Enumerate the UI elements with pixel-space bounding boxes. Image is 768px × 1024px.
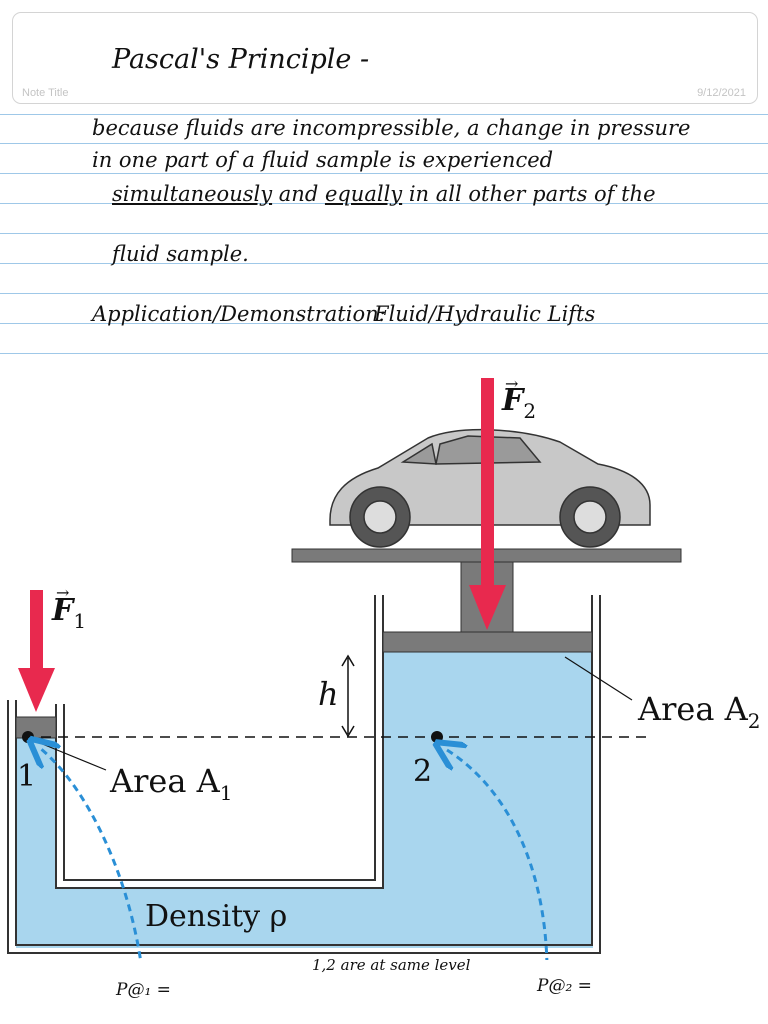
ruled-line	[0, 263, 768, 264]
point-2-dot	[431, 731, 443, 743]
force-2-vector-arrow: →	[505, 374, 518, 393]
ruled-line	[0, 114, 768, 115]
force-1-label: F1	[51, 593, 86, 633]
ruled-line	[0, 233, 768, 234]
ruled-line	[0, 323, 768, 324]
height-marker	[341, 654, 355, 738]
text-line-1: because fluids are incompressible, a cha…	[92, 116, 691, 140]
density-label: Density ρ	[145, 899, 287, 934]
area-2-label: Area A2	[637, 690, 760, 733]
ruled-line	[0, 293, 768, 294]
point-1-label: 1	[17, 759, 36, 794]
annotation-arrow-1	[40, 748, 142, 960]
fluid-body	[16, 652, 593, 948]
area-2-leader	[564, 656, 633, 701]
ruled-line	[0, 173, 768, 174]
point-2-label: 2	[413, 754, 432, 789]
application-label: Application/Demonstration:	[92, 302, 386, 326]
text-line-3: simultaneously and equally in all other …	[112, 182, 656, 206]
ruled-line	[0, 353, 768, 354]
height-label: h	[318, 675, 339, 713]
note-date: 9/12/2021	[697, 87, 746, 99]
force-arrow-1	[18, 590, 55, 712]
large-piston	[382, 631, 593, 653]
point-1-dot	[22, 731, 34, 743]
hydraulic-lift-diagram: F1 → F2 → h 1 2 Area A1 Area A2 Density …	[7, 374, 760, 960]
text-line-4: fluid sample.	[112, 242, 249, 266]
note-heading: Pascal's Principle -	[112, 44, 370, 75]
word-equally: equally	[324, 182, 403, 206]
small-piston	[15, 716, 57, 739]
text-line-2: in one part of a fluid sample is experie…	[92, 148, 554, 172]
word-simultaneously: simultaneously	[112, 182, 273, 206]
note-title-placeholder[interactable]: Note Title	[22, 87, 69, 99]
note-title-box[interactable]	[12, 12, 758, 104]
force-arrow-2	[469, 378, 506, 630]
force-1-vector-arrow: →	[56, 583, 69, 602]
line-3-rest: in all other parts of the	[402, 182, 656, 206]
ruled-line	[0, 143, 768, 144]
word-and: and	[272, 182, 325, 206]
ruled-line	[0, 203, 768, 204]
annotation-arrow-2	[447, 750, 549, 960]
application-value: Fluid/Hydraulic Lifts	[374, 302, 596, 326]
area-1-label: Area A1	[109, 762, 232, 805]
pressure-2-note: P@₂ =	[537, 976, 592, 996]
same-level-note: 1,2 are at same level	[312, 956, 471, 974]
container-walls	[7, 595, 601, 954]
pressure-1-note: P@₁ =	[116, 980, 171, 1000]
force-2-label: F2	[501, 383, 536, 423]
